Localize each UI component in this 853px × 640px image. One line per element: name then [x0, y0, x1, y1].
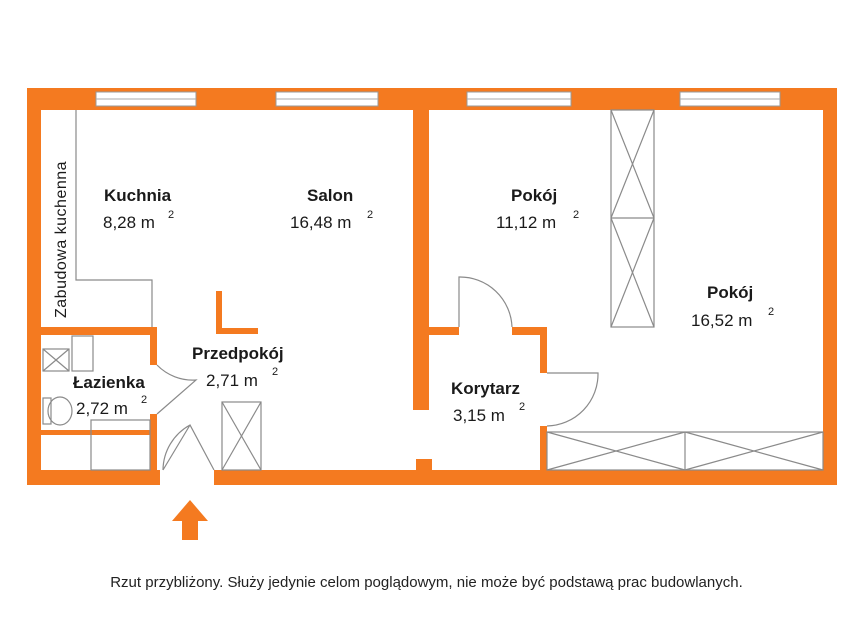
shower [90, 419, 151, 471]
wall-top [27, 88, 837, 110]
wall-bath-right-top [150, 327, 157, 365]
room-area: 8,28 m [103, 213, 155, 232]
wall-right [823, 88, 837, 485]
wall-stub-bottom [416, 459, 432, 473]
wall-salon-pokoj [413, 88, 429, 410]
wall-bottom-right [214, 470, 837, 485]
kitchen-counter [75, 110, 153, 327]
area-superscript: 2 [519, 401, 525, 413]
room-name: Salon [307, 186, 353, 205]
area-superscript: 2 [272, 366, 278, 378]
wall-bottom-left [27, 470, 160, 485]
wall-kitchen-bath [41, 327, 156, 335]
wall-pokoj-korytarz-2 [512, 327, 547, 335]
room-salon: Salon 16,48 m 2 [290, 186, 373, 232]
room-name: Przedpokój [192, 344, 284, 363]
area-superscript: 2 [768, 306, 774, 318]
sink [71, 335, 94, 372]
room-kuchnia: Kuchnia 8,28 m 2 [103, 186, 174, 232]
door-pokoj [458, 276, 513, 328]
room-korytarz: Korytarz 3,15 m 2 [451, 379, 525, 425]
door-entrance [162, 424, 215, 471]
wardrobe-hall [221, 401, 262, 471]
room-name: Pokój [511, 186, 557, 205]
door-bathroom [156, 364, 198, 415]
room-pokoj-2: Pokój 16,52 m 2 [691, 283, 774, 330]
washer [42, 348, 70, 372]
toilet-tank [42, 397, 52, 425]
area-superscript: 2 [168, 209, 174, 221]
room-name: Pokój [707, 283, 753, 302]
disclaimer-text: Rzut przybliżony. Służy jedynie celom po… [110, 574, 743, 591]
room-area: 11,12 m [496, 213, 556, 232]
room-area: 2,71 m [206, 371, 258, 390]
wall-left [27, 88, 41, 485]
room-lazienka: Łazienka 2,72 m 2 [73, 373, 147, 418]
area-superscript: 2 [141, 394, 147, 406]
door-pokoj2 [546, 372, 599, 427]
area-superscript: 2 [367, 209, 373, 221]
wall-korytarz-right [540, 327, 547, 373]
wall-l-horizontal [216, 328, 258, 334]
area-superscript: 2 [573, 209, 579, 221]
doors [156, 276, 599, 471]
room-name: Łazienka [73, 373, 145, 392]
room-przedpokoj: Przedpokój 2,71 m 2 [192, 344, 284, 390]
walls [27, 88, 837, 485]
room-name: Korytarz [451, 379, 520, 398]
kitchen-unit-label: Zabudowa kuchenna [53, 161, 70, 318]
room-area: 16,48 m [290, 213, 351, 232]
toilet-bowl [47, 396, 73, 426]
wall-bath-inner [41, 430, 154, 435]
room-pokoj-1: Pokój 11,12 m 2 [496, 186, 579, 232]
wall-bath-right-bottom [150, 414, 157, 474]
arrow-up-icon [172, 500, 208, 540]
wardrobe-pokoj [610, 109, 655, 328]
room-name: Kuchnia [104, 186, 172, 205]
wardrobe-bottom [546, 431, 824, 471]
bathroom-fixtures [42, 335, 151, 471]
room-area: 2,72 m [76, 399, 128, 418]
room-area: 3,15 m [453, 406, 505, 425]
wall-korytarz-right-2 [540, 426, 547, 476]
room-area: 16,52 m [691, 311, 752, 330]
wall-l-vertical [216, 291, 222, 334]
wall-pokoj-korytarz [429, 327, 459, 335]
